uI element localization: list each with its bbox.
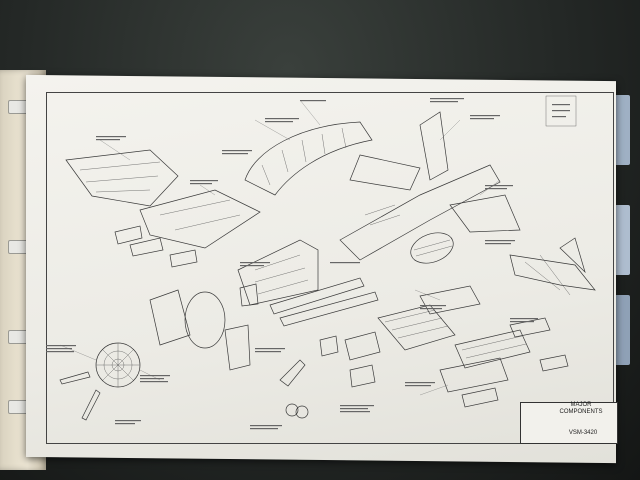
approval-stamp [545,95,577,127]
drawing-title-line2: COMPONENTS [559,409,603,415]
drawing-title: MAJOR COMPONENTS [548,402,614,416]
engine-cowl [410,232,454,264]
canopy [244,121,373,196]
propeller [59,371,101,421]
callout-lines [59,99,501,396]
engine-mount [149,289,251,371]
drawing-number: VSM-3420 [568,430,598,436]
forward-fuselage [237,239,319,307]
radial-engine [95,342,141,388]
center-wing-panel [114,189,261,268]
horizontal-stabilizer [449,194,521,233]
aft-fuselage [339,111,501,261]
title-block [520,402,618,444]
drawing-title-line1: MAJOR [570,402,592,408]
wing-rib-assembly [344,285,569,408]
fuselage-spine [269,277,379,327]
callout-label-marks [46,98,538,430]
landing-gear [279,335,339,419]
outer-wing-panel [65,149,179,207]
reference-aircraft-view [509,237,596,296]
drawing-border [46,92,614,444]
